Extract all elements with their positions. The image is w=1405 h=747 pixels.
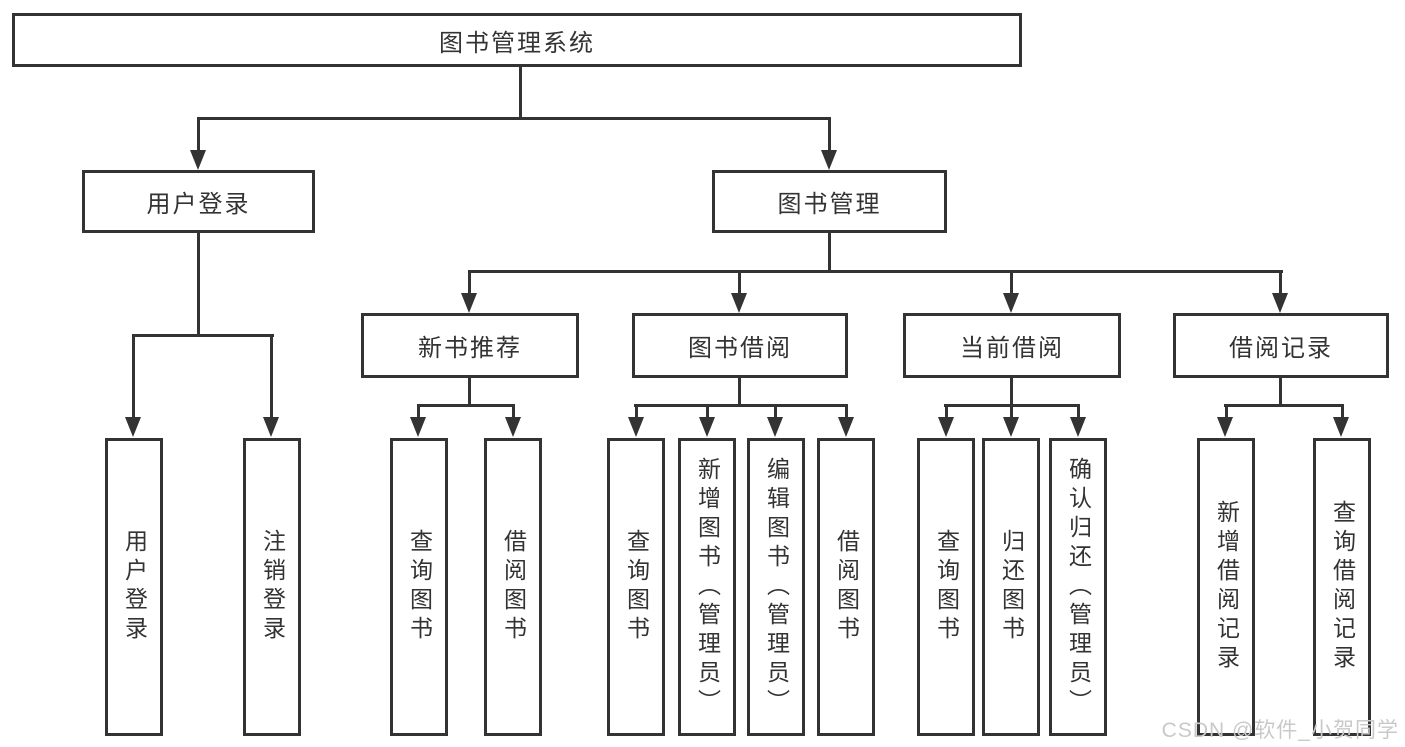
connector-level2-horizontal — [197, 117, 831, 120]
leaf-borrow-borrow: 借阅图书 — [817, 438, 875, 736]
arrowhead-book-mgmt — [821, 150, 837, 170]
connector-current-borrow-stem — [1010, 376, 1013, 407]
node-new-books: 新书推荐 — [361, 313, 579, 378]
leaf-records-query: 查询借阅记录 — [1313, 438, 1371, 736]
node-book-borrow: 图书借阅 — [632, 313, 848, 378]
connector-drop-current-borrow — [1010, 270, 1013, 294]
leaf-current-return: 归还图书 — [982, 438, 1040, 736]
arrowhead-cb2 — [1003, 417, 1019, 437]
connector-drop-bb1 — [635, 404, 638, 418]
node-book-mgmt-label: 图书管理 — [777, 191, 882, 218]
node-root-label: 图书管理系统 — [439, 29, 595, 57]
connector-borrow-records-horizontal — [1224, 404, 1344, 407]
connector-user-login-stem — [197, 232, 200, 337]
leaf-records-add-label: 新增借阅记录 — [1213, 500, 1240, 674]
connector-drop-cb1 — [945, 404, 948, 418]
connector-book-mgmt-stem — [828, 232, 831, 273]
arrowhead-book-borrow — [731, 293, 747, 313]
connector-drop-cb2 — [1010, 404, 1013, 418]
arrowhead-bb3 — [767, 417, 783, 437]
watermark: CSDN @软件_小贺同学 — [1161, 719, 1399, 742]
node-new-books-label: 新书推荐 — [418, 335, 522, 362]
leaf-current-confirm-admin-label: 确认归还（管理员） — [1065, 456, 1092, 718]
arrowhead-new-books — [461, 293, 477, 313]
connector-drop-user-login — [197, 117, 200, 151]
leaf-borrow-query: 查询图书 — [607, 438, 665, 736]
leaf-logout-label: 注销登录 — [259, 529, 286, 645]
leaf-current-query-label: 查询图书 — [933, 529, 960, 645]
leaf-user-login-label: 用户登录 — [121, 529, 148, 645]
connector-drop-borrow-records — [1279, 270, 1282, 294]
leaf-user-login: 用户登录 — [105, 438, 163, 736]
arrowhead-nb2 — [505, 417, 521, 437]
arrowhead-borrow-records — [1272, 293, 1288, 313]
connector-drop-nb1 — [417, 404, 420, 418]
connector-new-books-horizontal — [417, 404, 515, 407]
leaf-records-add: 新增借阅记录 — [1197, 438, 1255, 736]
leaf-borrow-borrow-label: 借阅图书 — [833, 529, 860, 645]
arrowhead-bb1 — [628, 417, 644, 437]
connector-drop-br1 — [1225, 404, 1228, 418]
leaf-new-books-query-label: 查询图书 — [406, 529, 433, 645]
node-root: 图书管理系统 — [12, 13, 1022, 67]
arrowhead-br1 — [1217, 417, 1233, 437]
connector-drop-leaf-user-login — [132, 334, 135, 418]
arrowhead-current-borrow — [1003, 293, 1019, 313]
node-book-mgmt: 图书管理 — [712, 170, 947, 233]
connector-drop-nb2 — [512, 404, 515, 418]
arrowhead-bb4 — [838, 417, 854, 437]
leaf-current-confirm-admin: 确认归还（管理员） — [1049, 438, 1107, 736]
connector-drop-br2 — [1341, 404, 1344, 418]
arrowhead-leaf-logout — [263, 417, 279, 437]
connector-drop-cb3 — [1077, 404, 1080, 418]
arrowhead-user-login — [190, 150, 206, 170]
node-current-borrow: 当前借阅 — [903, 313, 1121, 378]
leaf-new-books-borrow: 借阅图书 — [484, 438, 542, 736]
connector-root-stem — [519, 66, 522, 120]
connector-borrow-records-stem — [1279, 376, 1282, 407]
leaf-records-query-label: 查询借阅记录 — [1329, 500, 1356, 674]
leaf-borrow-edit-admin: 编辑图书（管理员） — [747, 438, 805, 736]
node-borrow-records-label: 借阅记录 — [1229, 335, 1333, 362]
node-borrow-records: 借阅记录 — [1173, 313, 1389, 378]
node-user-login: 用户登录 — [82, 170, 315, 233]
arrowhead-cb3 — [1070, 417, 1086, 437]
connector-book-borrow-stem — [738, 376, 741, 407]
connector-drop-bb4 — [845, 404, 848, 418]
node-user-login-label: 用户登录 — [146, 191, 251, 218]
leaf-borrow-add-admin-label: 新增图书（管理员） — [694, 456, 721, 718]
connector-drop-book-mgmt — [828, 117, 831, 151]
leaf-new-books-borrow-label: 借阅图书 — [500, 529, 527, 645]
connector-level3-horizontal — [468, 270, 1283, 273]
leaf-logout: 注销登录 — [243, 438, 301, 736]
connector-user-login-horizontal — [132, 334, 274, 337]
node-book-borrow-label: 图书借阅 — [688, 335, 792, 362]
arrowhead-leaf-user-login — [125, 417, 141, 437]
connector-drop-book-borrow — [738, 270, 741, 294]
leaf-current-query: 查询图书 — [917, 438, 975, 736]
arrowhead-cb1 — [938, 417, 954, 437]
leaf-borrow-add-admin: 新增图书（管理员） — [678, 438, 736, 736]
connector-drop-new-books — [468, 270, 471, 294]
node-current-borrow-label: 当前借阅 — [960, 335, 1064, 362]
arrowhead-bb2 — [699, 417, 715, 437]
leaf-current-return-label: 归还图书 — [998, 529, 1025, 645]
arrowhead-nb1 — [410, 417, 426, 437]
connector-drop-leaf-logout — [270, 334, 273, 418]
leaf-new-books-query: 查询图书 — [390, 438, 448, 736]
connector-drop-bb3 — [774, 404, 777, 418]
connector-book-borrow-horizontal — [634, 404, 848, 407]
leaf-borrow-edit-admin-label: 编辑图书（管理员） — [763, 456, 790, 718]
leaf-borrow-query-label: 查询图书 — [623, 529, 650, 645]
arrowhead-br2 — [1333, 417, 1349, 437]
connector-drop-bb2 — [706, 404, 709, 418]
connector-new-books-stem — [468, 376, 471, 407]
